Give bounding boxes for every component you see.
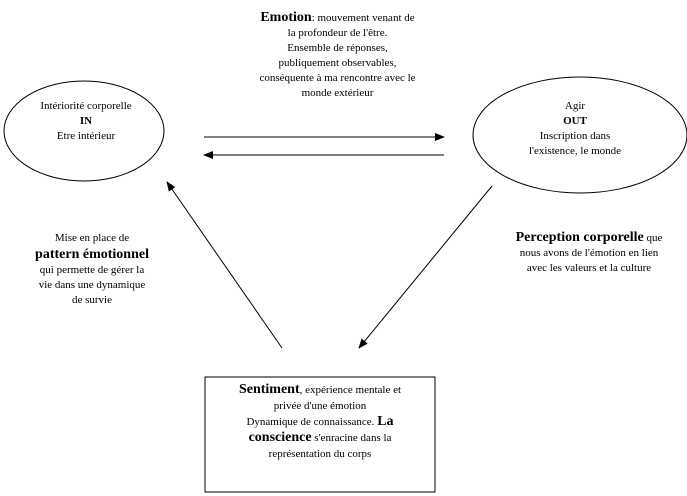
left-node-title: Intériorité corporelle	[40, 100, 132, 112]
sentiment-rest: , expérience mentale et	[299, 384, 402, 396]
right-node-out-label: OUT	[563, 115, 587, 127]
emotion-text: Emotion: mouvement venant de la profonde…	[215, 10, 460, 101]
sentiment-term: Sentiment	[238, 382, 300, 397]
arrow-sentiment-to-in	[166, 181, 283, 349]
right-node-line3: Inscription dans	[539, 130, 611, 142]
right-caption-term: Perception corporelle	[515, 230, 644, 245]
right-node-text: Agir OUT Inscription dans l'existence, l…	[485, 99, 665, 159]
sentiment-line5: représentation du corps	[268, 448, 372, 460]
left-caption: Mise en place de pattern émotionnel qui …	[8, 231, 176, 308]
right-caption-line2: nous avons de l'émotion en lien	[519, 247, 659, 259]
sentiment-line3: Dynamique de connaissance.	[246, 416, 375, 428]
sentiment-term2: La	[377, 414, 394, 429]
emotion-line: la profondeur de l'être.	[287, 27, 388, 39]
left-caption-line4: vie dans une dynamique	[38, 279, 146, 291]
sentiment-line2: privée d'une émotion	[273, 400, 367, 412]
left-node-in-label: IN	[79, 115, 93, 127]
left-node-subtitle: Etre intérieur	[56, 130, 116, 142]
emotion-line: publiquement observables,	[278, 57, 397, 69]
emotion-rest: : mouvement venant de	[311, 12, 415, 24]
right-caption-line3: avec les valeurs et la culture	[526, 262, 652, 274]
emotion-line: monde extérieur	[301, 87, 374, 99]
left-caption-line1: Mise en place de	[54, 232, 130, 244]
emotion-line: Ensemble de réponses,	[287, 42, 388, 54]
left-caption-line3: qui permette de gérer la	[39, 264, 145, 276]
emotion-term: Emotion	[260, 10, 312, 25]
left-caption-line5: de survie	[71, 294, 112, 306]
sentiment-box	[204, 376, 436, 493]
right-caption: Perception corporelle que nous avons de …	[493, 230, 685, 276]
arrow-out-to-sentiment	[358, 185, 493, 349]
sentiment-text: Sentiment, expérience mentale et privée …	[210, 382, 430, 462]
right-ellipse	[472, 76, 687, 194]
left-ellipse	[3, 80, 165, 182]
left-caption-term: pattern émotionnel	[35, 247, 149, 262]
sentiment-term3: conscience	[248, 430, 312, 445]
emotion-line: conséquente à ma rencontre avec le	[259, 72, 416, 84]
sentiment-rest4: s'enracine dans la	[311, 432, 392, 444]
left-node-text: Intériorité corporelle IN Etre intérieur	[14, 99, 158, 144]
right-node-title: Agir	[564, 100, 586, 112]
right-node-line4: l'existence, le monde	[528, 145, 622, 157]
right-caption-rest: que	[643, 232, 663, 244]
